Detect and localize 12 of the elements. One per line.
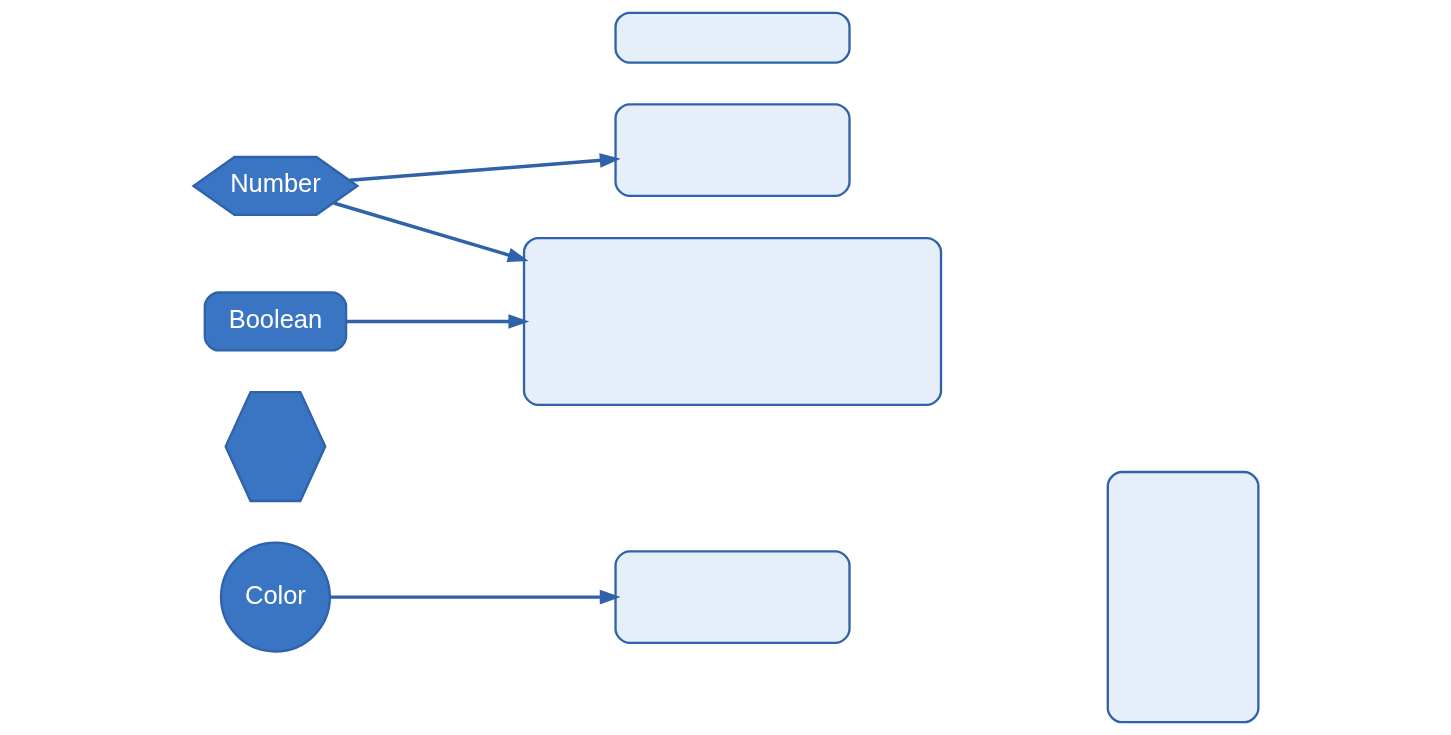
node-hexagon: [223, 390, 327, 503]
arrow: [332, 201, 529, 263]
node-box: Boolean: [203, 291, 347, 352]
node-box: [522, 236, 942, 406]
node-box: [613, 550, 851, 645]
node-circle: Color: [219, 541, 331, 653]
node-box: [613, 11, 851, 64]
arrow: [349, 153, 621, 182]
node-box: [613, 103, 851, 197]
arrow: [329, 589, 621, 605]
arrow: [345, 314, 529, 329]
node-box: [1106, 470, 1260, 724]
